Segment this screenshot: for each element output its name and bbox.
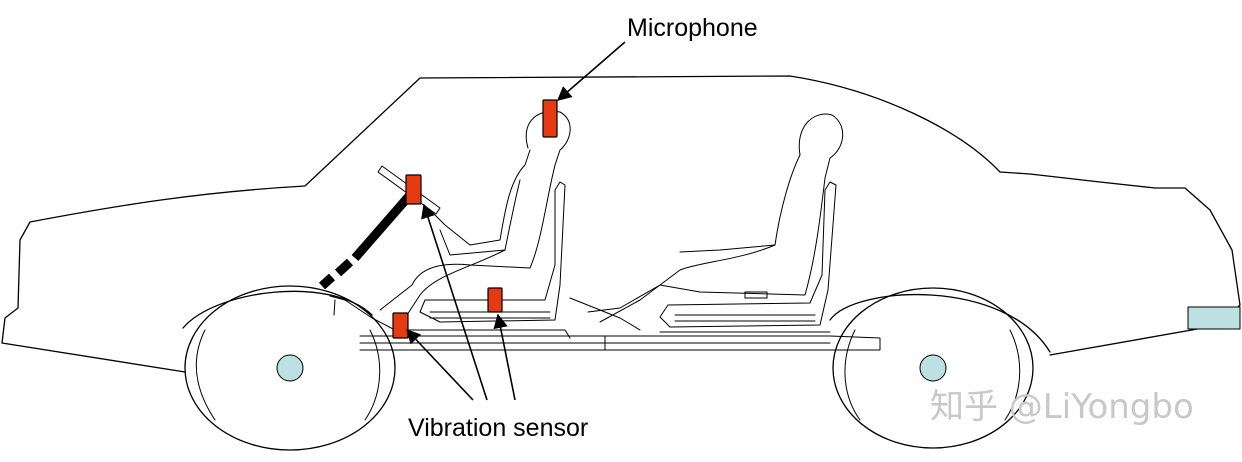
microphone-sensor [542, 99, 558, 138]
vibration-arrow-seat [493, 313, 516, 401]
microphone-label: Microphone [627, 14, 758, 42]
car-body [1, 75, 1241, 373]
steering-column [318, 165, 441, 290]
rear-wheel-hub [919, 354, 947, 382]
front-wheel [184, 285, 396, 451]
seat-vibration-sensor [487, 287, 503, 313]
rear-bumper [1187, 306, 1241, 330]
vibration-arrow-floor [406, 328, 474, 401]
watermark: 知乎 @LiYongbo [930, 387, 1194, 427]
passenger-figure [569, 113, 844, 331]
rear-wheel [832, 287, 1034, 449]
vibration-arrow-steering [421, 203, 488, 401]
driver-figure [379, 110, 571, 323]
microphone-arrow [556, 41, 626, 101]
front-wheel-hub [276, 354, 304, 382]
steering-vibration-sensor [405, 174, 422, 205]
vibration-sensor-label: Vibration sensor [408, 414, 588, 442]
floor-vibration-sensor [392, 312, 409, 339]
